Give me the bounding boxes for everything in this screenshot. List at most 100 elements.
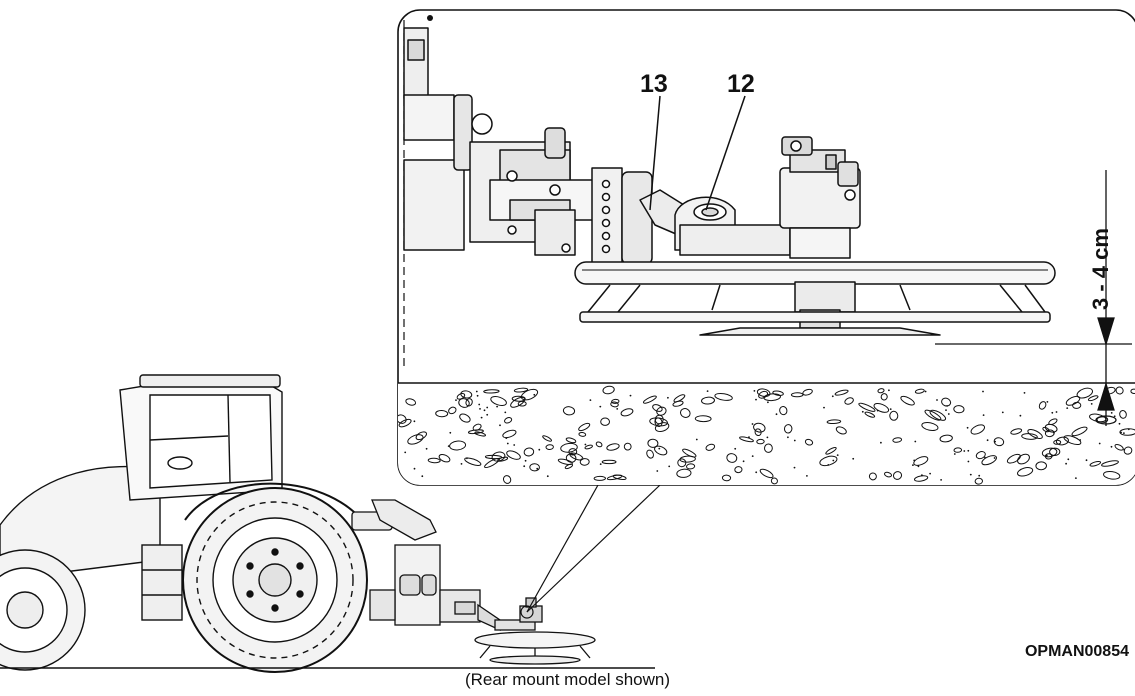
pebble xyxy=(913,475,929,482)
pebble xyxy=(864,411,876,418)
grit-dot xyxy=(1085,459,1088,462)
grit-dot xyxy=(755,471,758,474)
grit-dot xyxy=(506,442,509,445)
pebble xyxy=(900,395,915,406)
pebble xyxy=(763,443,773,453)
grit-dot xyxy=(1023,392,1026,394)
grit-dot xyxy=(599,405,602,408)
grit-dot xyxy=(917,465,920,468)
grit-dot xyxy=(963,450,966,452)
grit-dot xyxy=(755,398,757,401)
grit-dot xyxy=(924,390,927,393)
grit-dot xyxy=(748,436,750,438)
grit-dot xyxy=(888,389,890,392)
pebble xyxy=(435,409,449,418)
grit-dot xyxy=(889,408,892,410)
grit-dot xyxy=(480,416,483,419)
grit-dot xyxy=(533,393,536,396)
pebble xyxy=(464,457,482,466)
grit-dot xyxy=(994,440,996,443)
reference-code: OPMAN00854 xyxy=(1024,643,1129,660)
grit-dot xyxy=(832,459,835,462)
grit-dot xyxy=(629,394,632,397)
pebble xyxy=(1027,428,1043,440)
grit-dot xyxy=(513,444,516,446)
pebble xyxy=(1017,467,1034,477)
grit-dot xyxy=(775,413,778,416)
pebble xyxy=(892,437,903,443)
pebble xyxy=(606,474,623,481)
grit-dot xyxy=(589,399,592,401)
pebble xyxy=(770,477,778,485)
pebble xyxy=(1071,426,1088,437)
grit-dot xyxy=(425,447,428,450)
pebble xyxy=(721,474,732,482)
pebble xyxy=(407,434,424,445)
grit-dot xyxy=(475,390,478,393)
grit-dot xyxy=(421,475,424,478)
pebble xyxy=(889,410,899,421)
grit-dot xyxy=(1110,412,1113,414)
pebble xyxy=(1048,418,1058,426)
grit-dot xyxy=(536,467,539,470)
grit-dot xyxy=(766,436,769,439)
pebble xyxy=(484,454,503,460)
grit-dot xyxy=(1001,411,1004,414)
pebble xyxy=(884,471,892,478)
grit-dot xyxy=(751,423,754,425)
pebble xyxy=(868,472,877,481)
grit-dot xyxy=(706,390,709,392)
pebble xyxy=(682,448,697,458)
grit-dot xyxy=(486,413,489,416)
pebble xyxy=(835,426,847,435)
grit-dot xyxy=(827,464,830,466)
grit-dot xyxy=(668,465,671,468)
pebble xyxy=(756,388,771,397)
callout-origin xyxy=(520,605,534,619)
pebble xyxy=(924,409,942,421)
pebble xyxy=(523,447,535,457)
pebble xyxy=(545,444,554,451)
pebble xyxy=(677,458,687,468)
grit-dot xyxy=(1066,407,1069,409)
grit-dot xyxy=(953,453,956,455)
grit-dot xyxy=(767,401,769,404)
pebble xyxy=(705,443,716,451)
pebble xyxy=(1103,470,1121,480)
grit-dot xyxy=(486,406,489,409)
pebble xyxy=(405,398,417,406)
pebble xyxy=(939,434,953,443)
pebble xyxy=(772,390,784,396)
pebble xyxy=(1101,460,1119,467)
pebble xyxy=(529,463,540,472)
pebble xyxy=(1089,460,1102,467)
grit-dot xyxy=(1110,445,1113,448)
grit-dot xyxy=(1118,422,1121,425)
grit-dot xyxy=(1123,432,1125,434)
pebble xyxy=(1115,386,1124,395)
grit-dot xyxy=(505,437,508,439)
pebble xyxy=(502,475,512,484)
pebble xyxy=(600,417,610,426)
pebble xyxy=(953,447,963,453)
pebble xyxy=(734,466,743,474)
grit-dot xyxy=(929,472,931,475)
pebble xyxy=(826,419,842,425)
grit-dot xyxy=(742,460,745,463)
pebble xyxy=(701,396,715,405)
grit-dot xyxy=(861,410,864,413)
pebble xyxy=(602,385,615,395)
pebble xyxy=(542,435,552,442)
pebble xyxy=(758,390,769,399)
grit-dot xyxy=(1051,411,1054,414)
grit-dot xyxy=(966,426,969,429)
pebble xyxy=(557,458,573,465)
grit-dot xyxy=(667,396,669,399)
pebble xyxy=(686,463,696,470)
pebble xyxy=(680,408,691,418)
pebble xyxy=(513,387,529,393)
pebble xyxy=(1119,410,1127,419)
grit-dot xyxy=(616,408,619,410)
trowel-detail xyxy=(403,27,1056,336)
